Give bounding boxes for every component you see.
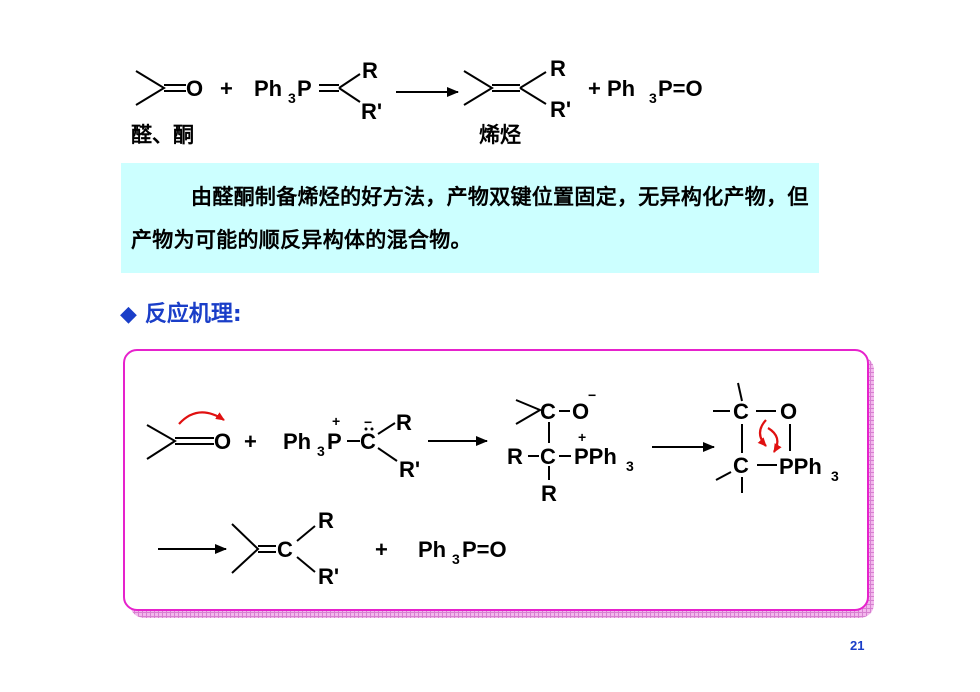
highlight-box [121,163,819,273]
diamond-bullet-icon: ◆ [120,302,137,327]
betaine-R-left: R [507,444,523,469]
final-bond-R [296,525,316,542]
final-bond-Rprime [296,556,316,573]
top-reaction [135,70,547,106]
betaine-P-plus-charge: + [578,429,586,445]
mech-ylide-C: C [360,429,376,454]
ox-O: O [780,399,797,424]
final-Rprime: R' [318,564,339,589]
page-number: 21 [850,638,865,653]
final-byproduct-ph: Ph [418,537,446,562]
mechanism-box [123,349,869,611]
betaine-sub3: 3 [626,458,634,474]
ylide-P: P [297,76,312,101]
final-C: C [277,537,293,562]
mech-plus-1: + [244,429,257,454]
ox-top-up-bond [737,382,743,402]
curved-arrow-ring-right-icon [767,427,782,453]
betaine-upper-skeleton [515,399,543,425]
mechanism-bonds [146,382,791,574]
carbonyl-skeleton [135,70,166,106]
ox-C-bottom: C [733,453,749,478]
mech-ylide-R: R [396,410,412,435]
lone-pair-dot-a [364,427,368,431]
betaine-R-bottom: R [541,481,557,506]
betaine-C-top: C [540,399,556,424]
ox-bottom-left-bond [715,471,732,481]
betaine-C-mid: C [540,444,556,469]
plus-sign-1: + [220,76,233,101]
ylide-ph: Ph [254,76,282,101]
mechanism-heading-label: 反应机理: [144,302,242,327]
alkene-bond-R [519,71,547,89]
mech-carbonyl-O: O [214,429,231,454]
top-reaction-labels: O + Ph 3 P R R' R R' + Ph 3 P=O 醛、酮 烯烃 [131,56,703,147]
label-aldehyde-ketone: 醛、酮 [131,123,194,147]
carbonyl-O: O [186,76,203,101]
electron-push-arrows [178,411,782,453]
ox-C-top: C [733,399,749,424]
final-byproduct-sub3: 3 [452,551,460,567]
ylide-sub3: 3 [288,90,296,106]
final-byproduct-tail: P=O [462,537,507,562]
ylide-Rprime: R' [361,99,382,124]
alkene-R: R [550,56,566,81]
mech-ylide-bond-Rprime [377,447,398,462]
ylide-bond-R [338,73,361,89]
byproduct-sub3: 3 [649,90,657,106]
mech-carbonyl-skeleton [146,424,177,460]
alkene-Rprime: R' [550,97,571,122]
byproduct-ph: + Ph [588,76,635,101]
lone-pair-dot-b [370,427,374,431]
mechanism-heading: ◆ 反应机理: [120,296,242,328]
betaine-O-minus-charge: − [588,387,596,403]
mechanism-labels: O + Ph 3 P + C − R R' C O − R C PPh 3 + … [214,387,839,589]
mech-C-minus-charge: − [364,414,372,430]
mech-ylide-ph: Ph [283,429,311,454]
curved-arrow-carbonyl-icon [178,411,225,425]
byproduct-tail: P=O [658,76,703,101]
betaine-PPh: PPh [574,444,617,469]
ylide-bond-Rprime [338,87,361,103]
final-plus: + [375,537,388,562]
final-alkene-skeleton [231,523,260,574]
betaine-O: O [572,399,589,424]
ylide-R: R [362,58,378,83]
mech-ylide-P: P [327,429,342,454]
label-alkene: 烯烃 [479,123,521,147]
final-R: R [318,508,334,533]
ox-sub3: 3 [831,468,839,484]
mech-P-plus-charge: + [332,413,340,429]
ox-PPh: PPh [779,454,822,479]
mech-ylide-Rprime: R' [399,457,420,482]
curved-arrow-ring-left-icon [757,419,767,447]
alkene-skeleton-left [463,70,494,106]
mech-ylide-bond-R [377,422,396,435]
highlight-text: 由醛酮制备烯烃的好方法，产物双键位置固定，无异构化产物，但产物为可能的顺反异构体… [131,185,809,252]
alkene-bond-Rprime [519,87,547,105]
mech-ylide-sub3: 3 [317,443,325,459]
